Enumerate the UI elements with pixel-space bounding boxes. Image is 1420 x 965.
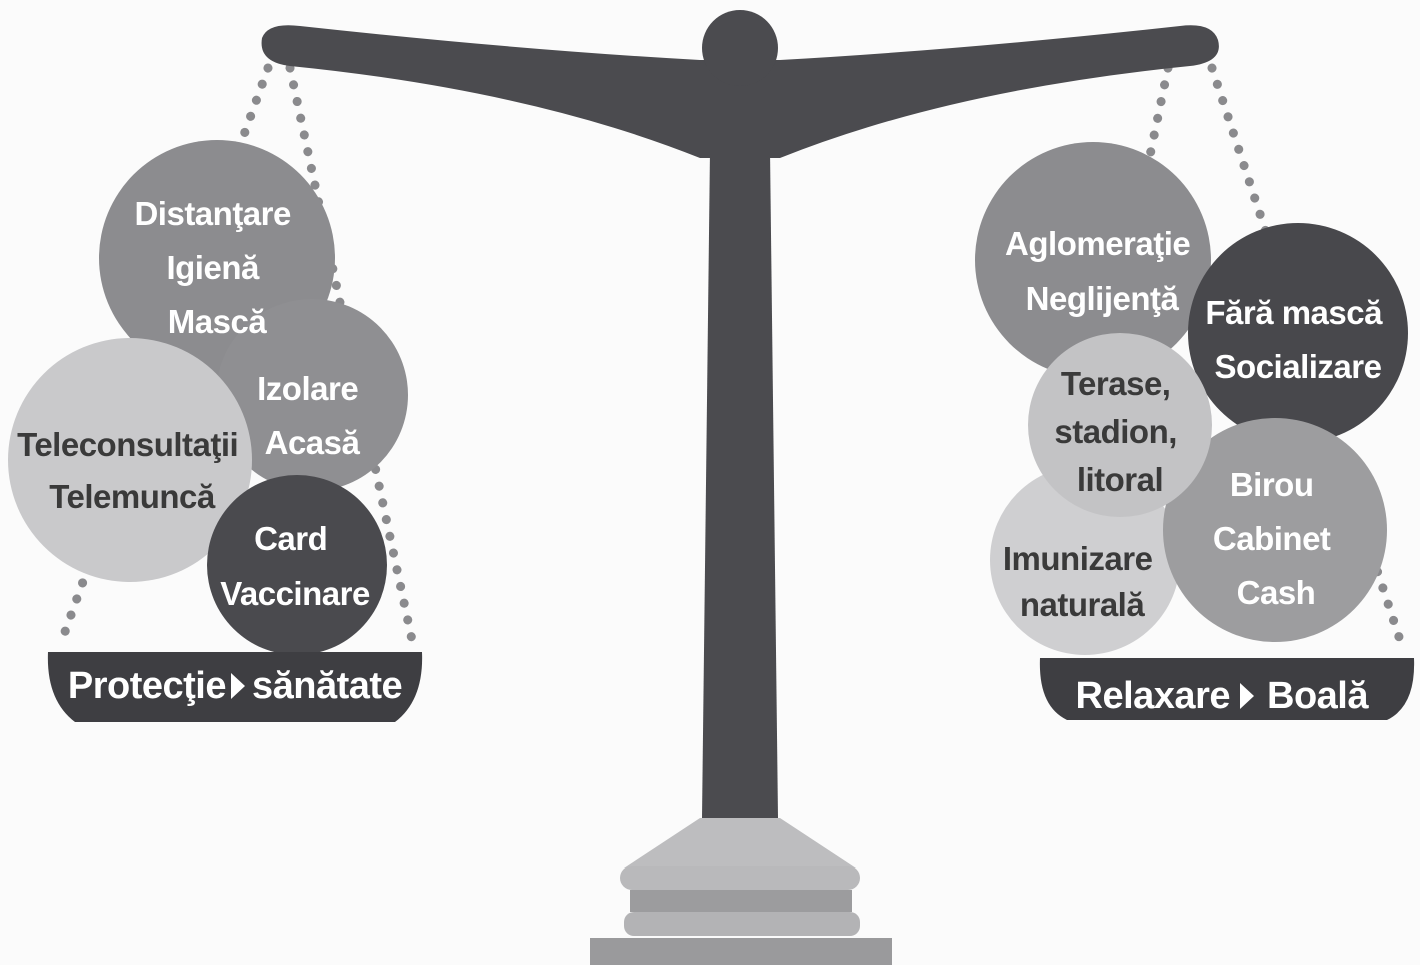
circle-text-fara-masca: Fără mască Socializare [1205,294,1390,385]
circle-card [207,475,387,655]
circle-text-distantare: Distanţare Igienă Mască [134,195,299,340]
circle-izolare [216,299,408,491]
left-pan-label-left: Protecţie [68,665,226,707]
circle-line: Fără mască [1205,294,1383,331]
base-tier-2 [630,890,852,912]
circle-terase [1028,333,1212,517]
circle-line: Card [254,520,327,557]
circle-line: litoral [1077,461,1163,498]
circle-line: Cabinet [1213,520,1331,557]
circle-line: Acasă [265,424,361,461]
circle-fara-masca [1188,223,1408,443]
circle-line: Distanţare [134,195,291,232]
circle-birou [1163,418,1387,642]
right-pan: Relaxare Boală [1039,658,1415,720]
circle-line: Teleconsultaţii [17,426,238,463]
base-pyramid [624,818,856,868]
circle-line: Telemuncă [49,478,216,515]
circle-line: Izolare [257,370,358,407]
circle-line: Socializare [1215,348,1382,385]
base-tier-3 [624,912,860,936]
circle-text-imunizare: Imunizare naturală [1003,540,1161,623]
right-pan-label-right: Boală [1267,675,1369,717]
scale-base [590,818,892,965]
left-pan: Protecţie sănătate [47,652,423,722]
circle-line: Terase, [1061,365,1171,402]
base-tier-1 [620,866,860,890]
circle-line: Mască [168,303,268,340]
circle-aglomeratie [975,142,1211,378]
right-pan-label-left: Relaxare [1076,675,1230,717]
circle-line: Neglijenţă [1026,280,1180,317]
circle-text-terase: Terase, stadion, litoral [1054,365,1185,498]
base-plinth [590,938,892,965]
left-pan-label-right: sănătate [252,665,402,707]
circle-line: Birou [1230,466,1314,503]
circle-line: Vaccinare [220,575,370,612]
circle-text-izolare: Izolare Acasă [257,370,367,461]
circle-text-aglomeratie: Aglomeraţie Neglijenţă [1005,225,1199,317]
circle-line: Igienă [166,249,260,286]
circle-line: naturală [1020,586,1146,623]
circle-text-birou: Birou Cabinet Cash [1213,466,1339,611]
right-pan-tray [1039,658,1415,720]
circle-line: Aglomeraţie [1005,225,1190,262]
triangle-right-icon [1240,683,1254,709]
circle-text-card: Card Vaccinare [220,520,370,612]
circle-teleconsultatii [8,338,252,582]
beam-pivot [702,10,778,86]
circle-line: Cash [1237,574,1316,611]
scale-beam [261,25,1219,159]
circle-line: Imunizare [1003,540,1153,577]
left-pan-circles [8,140,408,655]
right-pan-circles [975,142,1408,655]
scale-pillar [702,150,778,818]
circle-line: stadion, [1054,413,1177,450]
circle-text-teleconsultatii: Teleconsultaţii Telemuncă [17,426,247,515]
triangle-right-icon [231,673,245,699]
